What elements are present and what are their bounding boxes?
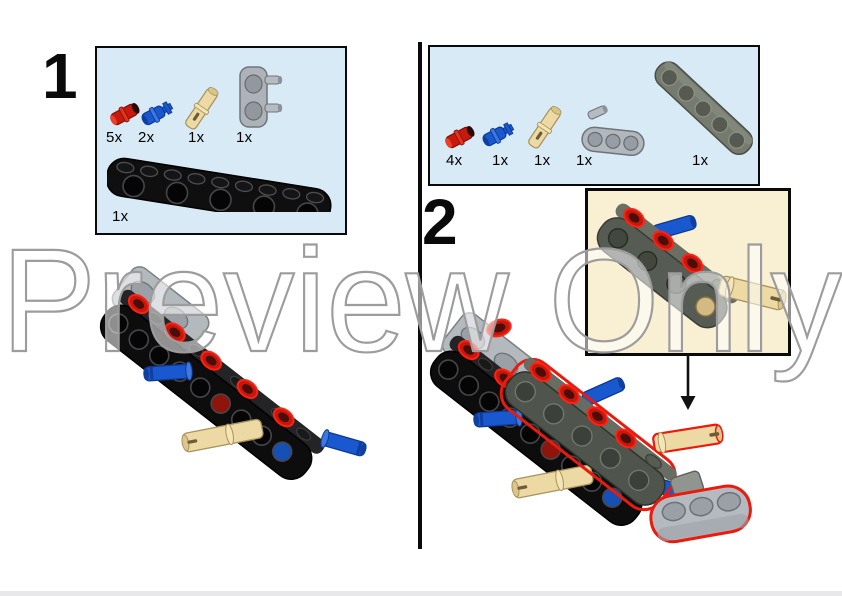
- step-2-parts-box: 4x 1x 1x 1x 1x: [428, 45, 760, 186]
- subassembly-drawing: [596, 203, 787, 329]
- red-pin-icon: [110, 103, 140, 126]
- step-2-model: [424, 307, 752, 544]
- blue-axle-pin-icon: [141, 101, 174, 126]
- footer-bar: [0, 591, 842, 596]
- qty-label: 1x: [576, 152, 593, 169]
- qty-label: 1x: [492, 152, 509, 169]
- step-1-model: [88, 261, 370, 488]
- black-beam-9-icon: [107, 157, 332, 212]
- qty-label: 1x: [534, 152, 551, 169]
- blue-axle-pin-icon: [482, 122, 515, 147]
- qty-label: 1x: [692, 152, 709, 169]
- qty-label: 4x: [446, 152, 463, 169]
- qty-label: 1x: [188, 129, 205, 146]
- tan-axle-pin-icon: [528, 106, 562, 149]
- qty-label: 1x: [236, 129, 253, 146]
- qty-label: 1x: [112, 208, 129, 225]
- subassembly-callout-box: [585, 188, 791, 356]
- qty-label: 2x: [138, 129, 155, 146]
- dark-gray-beam-5-icon: [654, 61, 754, 156]
- gray-pin-connector-plate-icon: [239, 66, 283, 128]
- qty-label: 5x: [106, 129, 123, 146]
- step-1-parts-box: 5x 2x 1x 1x 1x: [95, 46, 347, 235]
- red-pin-icon: [445, 126, 475, 149]
- step-2-number: 2: [422, 186, 458, 258]
- gray-liftarm-pin-icon: [581, 105, 645, 157]
- step-divider: [418, 42, 422, 549]
- tan-axle-pin-icon: [185, 87, 219, 130]
- callout-arrow-icon: [680, 354, 696, 410]
- step-1-number: 1: [42, 40, 78, 112]
